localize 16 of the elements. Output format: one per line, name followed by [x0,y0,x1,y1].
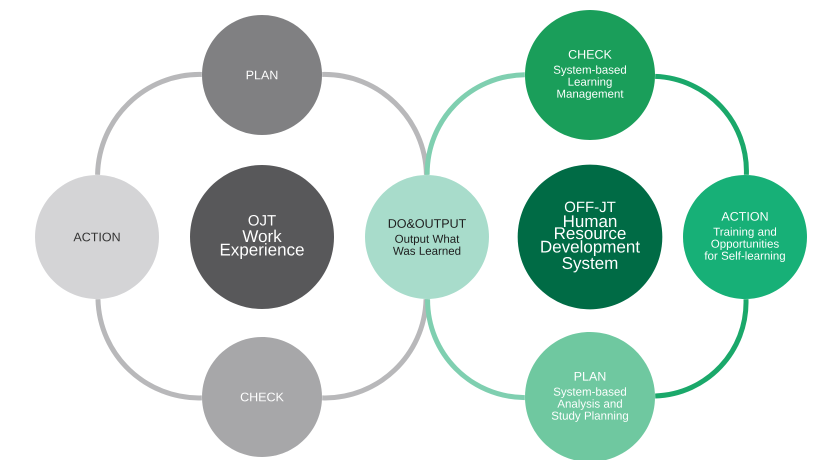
ring-arc [322,298,429,400]
circle-node: OJT Work Experience [190,165,334,309]
ring-arc [322,72,429,176]
circle-node: ACTION [35,175,159,299]
circle-node: CHECK [202,337,322,457]
circle-node: DO&OUTPUT Output What Was Learned [365,175,489,299]
ring-arc [95,298,202,400]
ring-arc [425,299,525,400]
ring-arc [654,74,749,175]
ring-arc [95,72,202,176]
ring-arc [654,299,748,398]
circle-node: PLAN [202,15,322,135]
circle-node: OFF-JT Human Resource Development System [518,164,662,310]
circle-node: ACTION Training and Opportunities for Self-learning [683,175,807,299]
ring-arc [424,72,525,175]
circle-node: CHECK System-based Learning Management [525,10,655,140]
